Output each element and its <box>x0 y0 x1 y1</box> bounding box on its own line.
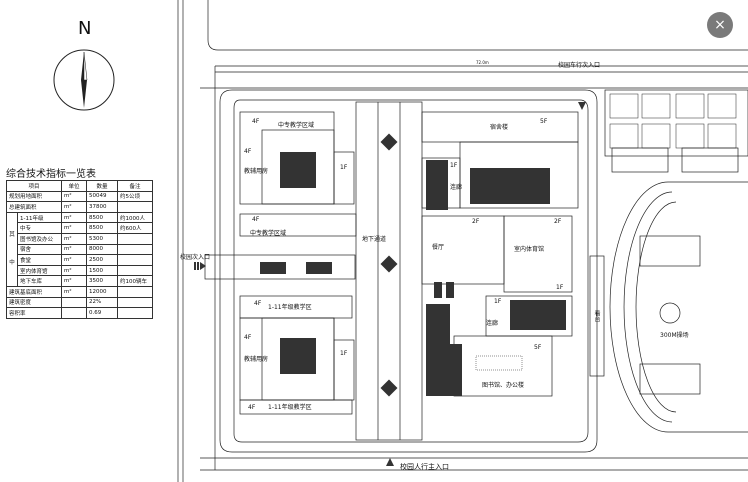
corridor-label: 连廊 <box>450 184 463 191</box>
floor-label: 4F <box>244 148 252 155</box>
corridor-label: 连廊 <box>486 320 499 327</box>
cell-note <box>117 254 153 266</box>
floor-label: 1F <box>494 298 502 305</box>
building-label: 室内体育馆 <box>514 246 545 253</box>
track-label: 300M操场 <box>660 332 689 339</box>
gym <box>503 215 573 293</box>
arrow-icon <box>200 262 206 270</box>
cell-note <box>117 285 153 298</box>
floor-label: 1F <box>556 284 564 291</box>
building-label: 教辅用房 <box>244 356 269 363</box>
building-label: 图书馆、办公楼 <box>482 382 525 389</box>
inner-road <box>233 99 589 443</box>
floor-label: 1F <box>450 162 458 169</box>
table-row: 室内体育馆 m² 1500 <box>7 264 153 277</box>
entrance-road <box>204 254 356 280</box>
dorm-dark <box>470 168 550 204</box>
table-row: 食堂 m² 2500 <box>7 254 153 266</box>
group-char: 中 <box>9 260 15 267</box>
floor-label: 1F <box>340 350 348 357</box>
floor-label: 4F <box>248 404 256 411</box>
zone-label: 中专教学区域 <box>278 122 315 129</box>
table-row: 建筑基底面积 m² 12000 <box>6 285 153 298</box>
table-row: 规划用地面积 m² 50049 约5公顷 <box>6 190 153 203</box>
group-char: 其 <box>9 232 15 239</box>
building-label: 教辅用房 <box>244 168 269 175</box>
cell-note: 约100辆车 <box>117 275 153 287</box>
main-entrance-label: 校园人行主入口 <box>400 463 449 471</box>
floor-label: 4F <box>254 300 262 307</box>
zone-label: 中专教学区域 <box>250 230 287 237</box>
track-curve <box>609 181 669 433</box>
table-row: 其 中 1-11年级 m² 8500 约1000人 <box>6 211 153 287</box>
library-dark-l <box>426 304 462 396</box>
arrow-icon <box>386 458 394 466</box>
compass-icon <box>53 49 115 111</box>
arrow-icon <box>578 102 586 110</box>
table-row: 建筑密度 22% <box>6 296 153 309</box>
spec-table: 项目 单位 数量 备注 规划用地面积 m² 50049 约5公顷 总建筑面积 m… <box>6 180 153 319</box>
building-label: 宿舍楼 <box>490 124 509 131</box>
campus-outline <box>219 89 598 453</box>
zone-label: 1-11年级教学区 <box>268 404 312 411</box>
floor-label: 1F <box>340 164 348 171</box>
cell-note <box>117 264 153 277</box>
top-road-edge <box>207 0 748 51</box>
table-row: 地下车库 m² 3500 约100辆车 <box>7 275 153 287</box>
floor-label: 5F <box>534 344 542 351</box>
secondary-entrance-label: 校园次入口 <box>180 254 211 261</box>
building-label: 餐厅 <box>432 244 445 251</box>
floor-label: 4F <box>252 216 260 223</box>
tunnel-label: 地下通道 <box>362 236 387 243</box>
cell-note <box>117 296 153 309</box>
north-label: N <box>78 18 92 39</box>
courtyard-dark <box>280 338 316 374</box>
close-icon[interactable]: × <box>707 12 733 38</box>
stand-label: 看台 <box>593 310 600 322</box>
floor-label: 4F <box>244 334 252 341</box>
table-row: 容积率 0.69 <box>6 307 153 319</box>
floor-label: 4F <box>252 118 260 125</box>
track-straight <box>668 181 748 433</box>
floor-label: 5F <box>540 118 548 125</box>
courtyard-dark <box>280 152 316 188</box>
stand <box>589 255 605 377</box>
table-title: 综合技术指标一览表 <box>6 169 96 180</box>
basketball-courts <box>604 89 748 157</box>
vehicle-entrance-label: 校园车行次入口 <box>558 62 601 69</box>
zone-label: 1-11年级教学区 <box>268 304 312 311</box>
library-dark <box>510 300 566 330</box>
floor-label: 2F <box>554 218 562 225</box>
dimension-label: 72.0m <box>476 60 489 65</box>
floor-label: 2F <box>472 218 480 225</box>
cell-note <box>117 307 153 319</box>
corridor-dark <box>426 160 448 210</box>
